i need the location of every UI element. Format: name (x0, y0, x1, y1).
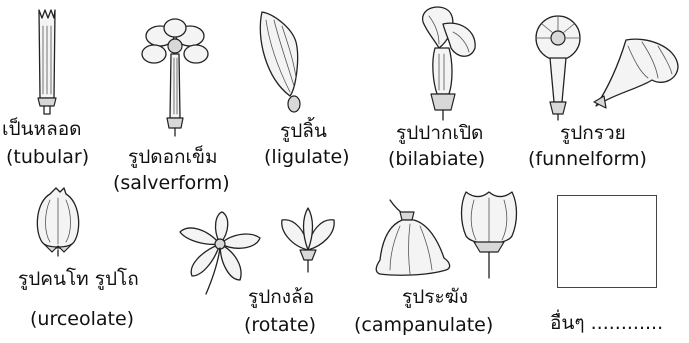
salverform-english-label: (salverform) (113, 172, 230, 194)
salverform-thai-label: รูปดอกเข็ม (128, 146, 218, 168)
funnelform-flower-front-drawing (528, 14, 588, 122)
campanulate-flower-side-drawing (370, 196, 460, 284)
tubular-thai-label: เป็นหลอด (2, 118, 81, 140)
other-shape-blank-box (557, 195, 657, 288)
funnelform-flower-side-drawing (592, 36, 682, 112)
bilabiate-flower-drawing (405, 2, 483, 122)
ligulate-flower-drawing (252, 8, 306, 118)
rotate-flower-front-drawing (176, 210, 264, 296)
urceolate-thai-label: รูปคนโท รูปโถ (18, 268, 139, 290)
funnelform-english-label: (funnelform) (528, 148, 647, 170)
campanulate-english-label: (campanulate) (354, 314, 493, 336)
urceolate-flower-drawing (32, 186, 84, 258)
bilabiate-thai-label: รูปปากเปิด (396, 122, 483, 144)
campanulate-thai-label: รูประฆัง (402, 286, 468, 308)
ligulate-thai-label: รูปลิ้น (280, 120, 327, 142)
rotate-flower-side-drawing (276, 206, 340, 274)
salverform-flower-drawing (140, 18, 210, 138)
ligulate-english-label: (ligulate) (264, 146, 350, 168)
rotate-english-label: (rotate) (244, 314, 316, 336)
tubular-english-label: (tubular) (6, 146, 89, 168)
rotate-thai-label: รูปกงล้อ (248, 286, 314, 308)
other-label: อื่นๆ ............ (550, 312, 663, 334)
urceolate-english-label: (urceolate) (30, 308, 134, 330)
tubular-flower-drawing (30, 6, 64, 118)
bilabiate-english-label: (bilabiate) (388, 148, 485, 170)
campanulate-flower-front-drawing (452, 188, 526, 280)
funnelform-thai-label: รูปกรวย (560, 122, 626, 144)
